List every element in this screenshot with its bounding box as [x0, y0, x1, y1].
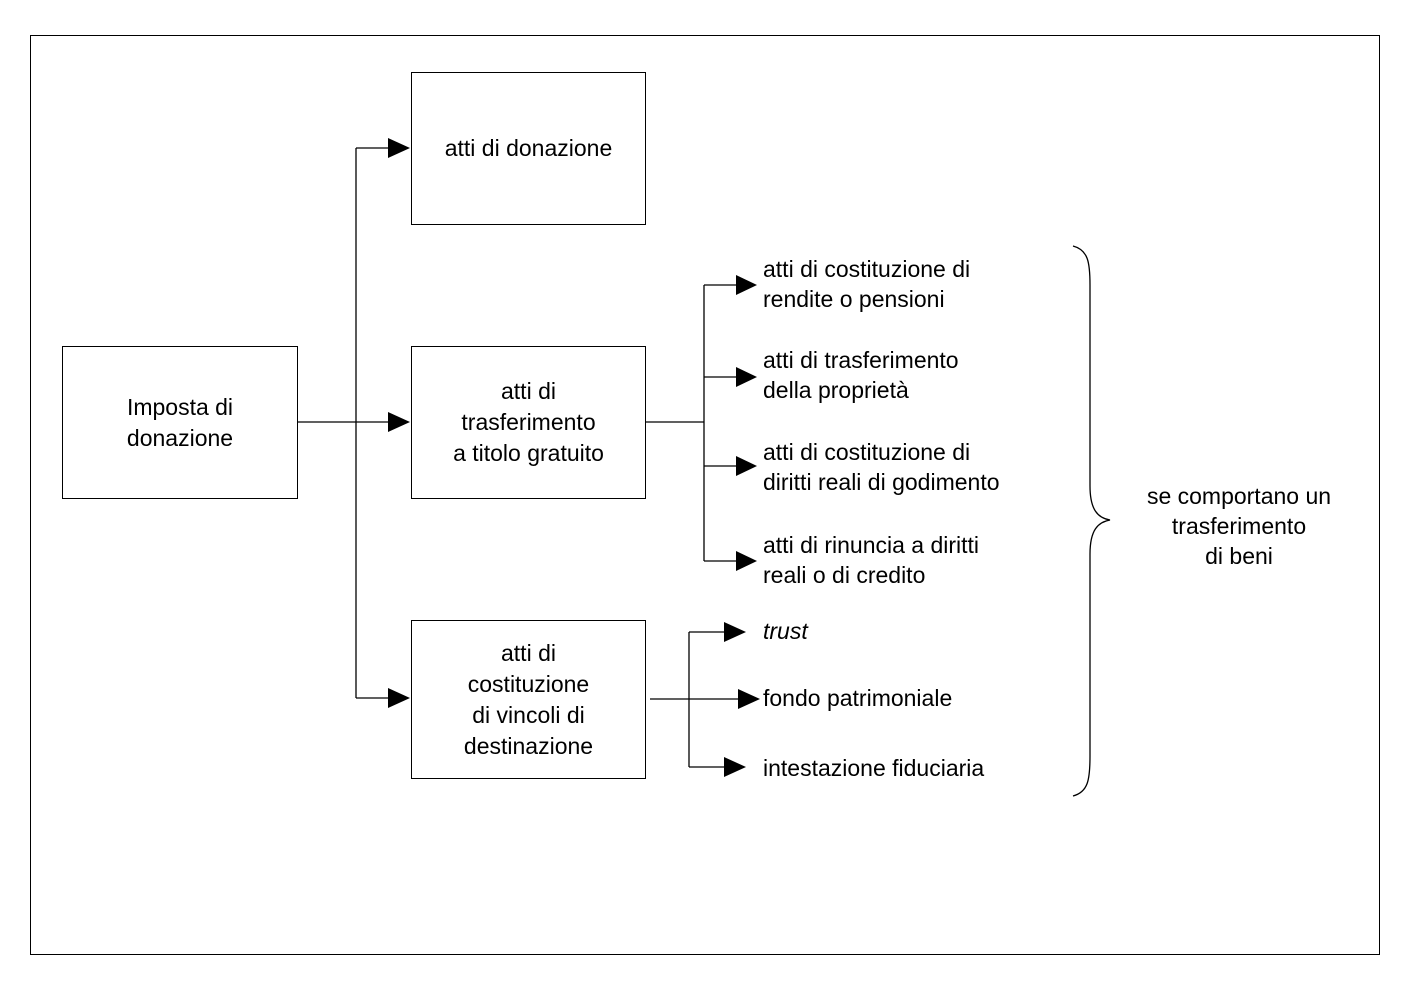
arrow-to-donazione — [388, 138, 410, 158]
vincoli-item-intestazione: intestazione fiduciaria — [763, 755, 985, 781]
curly-brace — [1072, 245, 1111, 797]
vincoli-item-fondo: fondo patrimoniale — [763, 685, 953, 711]
arrow-to-item-1 — [736, 275, 757, 295]
brace-note: se comportano un trasferimento di beni — [1146, 483, 1332, 569]
arrow-to-vincoli — [388, 688, 410, 708]
diagram-frame — [30, 35, 1380, 955]
trasferimento-item-2: atti di trasferimento della proprietà — [763, 347, 959, 403]
arrow-to-item-4 — [736, 551, 757, 571]
arrow-to-fondo — [738, 689, 760, 709]
root-box: Imposta di donazione — [62, 346, 298, 499]
trasferimento-item-3: atti di costituzione di diritti reali di… — [763, 439, 1000, 495]
vincoli-item-trust: trust — [763, 618, 808, 644]
arrow-to-item-2 — [736, 367, 757, 387]
branch-label-trasferimento: atti di trasferimento a titolo gratuito — [453, 378, 604, 466]
branch-label-vincoli: atti di costituzione di vincoli di desti… — [463, 639, 594, 759]
root-label: Imposta di donazione — [126, 393, 234, 451]
trasferimento-item-1: atti di costituzione di rendite o pensio… — [763, 256, 971, 312]
arrow-to-intestazione — [724, 757, 746, 777]
arrow-to-trust — [724, 622, 746, 642]
branch-box-trasferimento: atti di trasferimento a titolo gratuito — [411, 346, 646, 499]
arrow-to-item-3 — [736, 456, 757, 476]
branch-box-donazione: atti di donazione — [411, 72, 646, 225]
branch-box-vincoli: atti di costituzione di vincoli di desti… — [411, 620, 646, 779]
branch-label-donazione: atti di donazione — [444, 135, 613, 161]
trasferimento-item-4: atti di rinuncia a diritti reali o di cr… — [763, 532, 980, 588]
arrow-to-trasferimento — [388, 412, 410, 432]
